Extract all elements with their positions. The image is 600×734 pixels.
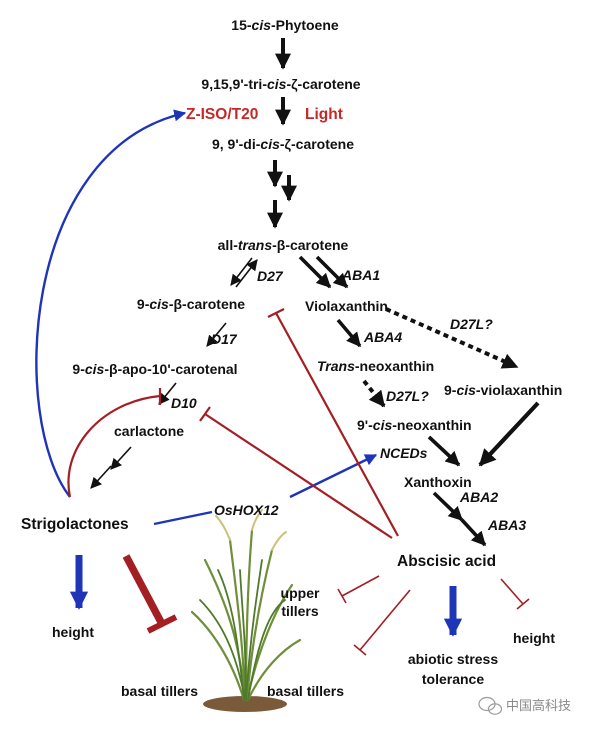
- arrow-d17: [206, 322, 227, 347]
- arrow-d27-up: [235, 259, 258, 288]
- arrow-aba1-a: [298, 255, 332, 289]
- node-9-cis-neoxanthin: 9'-cis-neoxanthin: [357, 417, 472, 433]
- enzyme-d10: D10: [171, 395, 197, 411]
- node-violaxanthin: Violaxanthin: [305, 298, 388, 314]
- inhibition-lines: [67, 308, 530, 656]
- arrow-aba3: [460, 518, 487, 547]
- arrow-sl-z-iso: [35, 109, 187, 498]
- arrow-sl-oshox12: [153, 510, 213, 526]
- enzyme-aba4: ABA4: [363, 329, 402, 345]
- arrow-d27l-mid: [362, 379, 386, 408]
- node-di-cis-carotene: 9, 9'-di-cis-ζ-carotene: [212, 136, 354, 152]
- label-height-right: height: [513, 630, 555, 646]
- inhibit-aba-d10: [204, 413, 393, 539]
- rice-plant-illustration: [190, 509, 302, 712]
- pathway-arrows: [90, 38, 540, 547]
- wechat-icon: [478, 696, 503, 715]
- labels: 15-cis-Phytoene 9,15,9'-tri-cis-ζ-carote…: [21, 17, 562, 699]
- inhibit-aba-d27: [275, 312, 399, 537]
- label-abiotic-line2: tolerance: [422, 671, 484, 687]
- arrow-d10: [158, 382, 177, 405]
- inhibit-aba-upper: [341, 575, 380, 597]
- inhibit-sl-basal: [122, 554, 166, 626]
- enzyme-d27l-1: D27L?: [450, 316, 493, 332]
- arrow-aba1-b: [315, 255, 349, 289]
- node-trans-neoxanthin: Trans-neoxanthin: [317, 358, 434, 374]
- inhibit-aba-basal: [359, 589, 411, 651]
- enzyme-nceds: NCEDs: [380, 445, 428, 461]
- enzyme-d27: D27: [257, 268, 284, 284]
- arrow-aba4: [336, 318, 362, 348]
- node-carlactone: carlactone: [114, 423, 184, 439]
- node-9-cis-violaxanthin: 9-cis-violaxanthin: [444, 382, 562, 398]
- enzyme-aba1: ABA1: [341, 267, 380, 283]
- label-height-left: height: [52, 624, 94, 640]
- node-all-trans-carotene: all-trans-β-carotene: [218, 237, 349, 253]
- node-xanthoxin: Xanthoxin: [404, 474, 472, 490]
- watermark: 中国高科技: [478, 696, 571, 715]
- enzyme-z-iso: Z-ISO/T20: [186, 106, 258, 123]
- arrow-aba2: [432, 491, 464, 522]
- label-basal-tillers-left: basal tillers: [121, 683, 198, 699]
- blue-arrows: [35, 109, 463, 637]
- label-upper-tillers-line1: upper: [281, 585, 320, 601]
- arrow-neo-xanthoxin: [427, 435, 461, 467]
- enzyme-aba3: ABA3: [487, 517, 526, 533]
- node-phytoene: 15-cis-Phytoene: [231, 17, 339, 33]
- watermark-text: 中国高科技: [506, 698, 571, 714]
- label-upper-tillers-line2: tillers: [281, 603, 319, 619]
- node-apo-carotenal: 9-cis-β-apo-10'-carotenal: [72, 361, 237, 377]
- label-light: Light: [305, 106, 343, 123]
- label-basal-tillers-right: basal tillers: [267, 683, 344, 699]
- inhibit-aba-height: [500, 578, 524, 605]
- label-abiotic-line1: abiotic stress: [408, 651, 498, 667]
- enzyme-d17: D17: [211, 331, 238, 347]
- arrow-carl-b: [90, 465, 112, 489]
- node-strigolactones: Strigolactones: [21, 516, 129, 533]
- node-9-cis-carotene: 9-cis-β-carotene: [137, 296, 245, 312]
- arrow-carl-a: [110, 446, 132, 470]
- arrow-viola-xanthoxin: [478, 401, 540, 467]
- inhibit-carlactone-d10: [67, 394, 161, 498]
- arrow-oshox12-nceds: [289, 453, 378, 499]
- enzyme-aba2: ABA2: [459, 489, 498, 505]
- gene-oshox12: OsHOX12: [214, 502, 279, 518]
- enzyme-d27l-2: D27L?: [386, 388, 429, 404]
- node-tri-cis-carotene: 9,15,9'-tri-cis-ζ-carotene: [201, 76, 360, 92]
- arrow-d27l-top: [385, 307, 519, 369]
- node-abscisic-acid: Abscisic acid: [397, 553, 496, 570]
